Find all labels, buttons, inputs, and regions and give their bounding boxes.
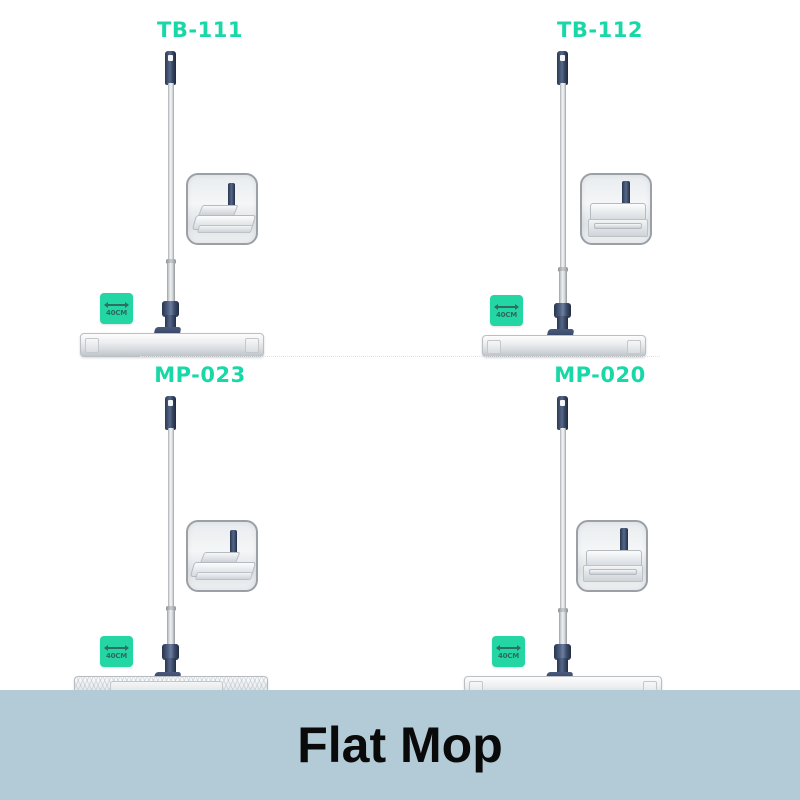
handle-connector-neck: [557, 658, 568, 676]
inset-head-bar: [195, 572, 253, 580]
product-card-mp-020[interactable]: MP-020 40CM: [400, 345, 800, 703]
dimension-text: 40CM: [495, 311, 518, 319]
inset-connector: [620, 528, 628, 554]
product-image-tb-112: 40CM: [450, 45, 710, 357]
handle-connector-collar: [554, 303, 571, 318]
product-card-mp-023[interactable]: MP-023 40CM: [0, 345, 400, 704]
handle-grip: [165, 396, 176, 430]
handle-pole-lower: [167, 263, 175, 303]
handle-connector-neck: [557, 316, 568, 333]
handle-pole-upper: [168, 83, 174, 261]
handle-pole-lower: [559, 271, 567, 305]
handle-pole-upper: [560, 428, 566, 610]
row-divider: [140, 356, 660, 357]
product-card-tb-112[interactable]: TB-112 40CM: [400, 0, 800, 357]
telescoping-seam: [166, 259, 176, 264]
handle-connector-collar: [554, 644, 571, 660]
dimension-arrow-icon: [104, 302, 129, 308]
handle-pole-upper: [168, 428, 174, 608]
detail-inset-photo[interactable]: [576, 520, 648, 592]
telescoping-seam: [558, 267, 568, 272]
handle-connector-neck: [165, 315, 176, 331]
dimension-badge: 40CM: [490, 295, 523, 326]
handle-pole-upper: [560, 83, 566, 269]
dimension-arrow-icon: [494, 304, 519, 310]
handle-grip: [557, 51, 568, 85]
inset-connector: [622, 181, 630, 207]
dimension-badge: 40CM: [100, 293, 133, 324]
handle-pole-lower: [559, 612, 567, 646]
dimension-text: 40CM: [105, 309, 128, 317]
dimension-badge: 40CM: [492, 636, 525, 667]
mop-head-plate: [482, 335, 646, 357]
inset-head-strip: [589, 569, 637, 575]
telescoping-seam: [558, 608, 568, 613]
handle-connector-neck: [165, 658, 176, 676]
detail-inset-photo[interactable]: [186, 173, 258, 245]
handle-pole-lower: [167, 610, 175, 646]
inset-head-strip: [594, 223, 642, 229]
product-sku-label: TB-111: [157, 18, 243, 42]
handle-connector-collar: [162, 644, 179, 660]
product-image-mp-020: 40CM: [450, 390, 710, 703]
telescoping-seam: [166, 606, 176, 611]
product-image-tb-111: 40CM: [58, 45, 318, 357]
handle-grip: [165, 51, 176, 85]
detail-inset-photo[interactable]: [186, 520, 258, 592]
product-sku-label: MP-023: [154, 363, 246, 387]
inset-connector: [228, 183, 235, 209]
dimension-badge: 40CM: [100, 636, 133, 667]
product-sku-label: MP-020: [554, 363, 646, 387]
product-image-mp-023: 40CM: [58, 390, 318, 704]
dimension-text: 40CM: [497, 652, 520, 660]
category-banner: Flat Mop: [0, 690, 800, 800]
product-grid: TB-111 40CM: [0, 0, 800, 704]
dimension-arrow-icon: [104, 645, 129, 651]
handle-connector-collar: [162, 301, 179, 317]
mop-head-plate: [80, 333, 264, 357]
product-card-tb-111[interactable]: TB-111 40CM: [0, 0, 400, 357]
inset-connector: [230, 530, 237, 556]
detail-inset-photo[interactable]: [580, 173, 652, 245]
inset-head-bar: [197, 225, 253, 233]
product-sku-label: TB-112: [557, 18, 643, 42]
dimension-arrow-icon: [496, 645, 521, 651]
category-title: Flat Mop: [297, 717, 503, 773]
dimension-text: 40CM: [105, 652, 128, 660]
handle-grip: [557, 396, 568, 430]
